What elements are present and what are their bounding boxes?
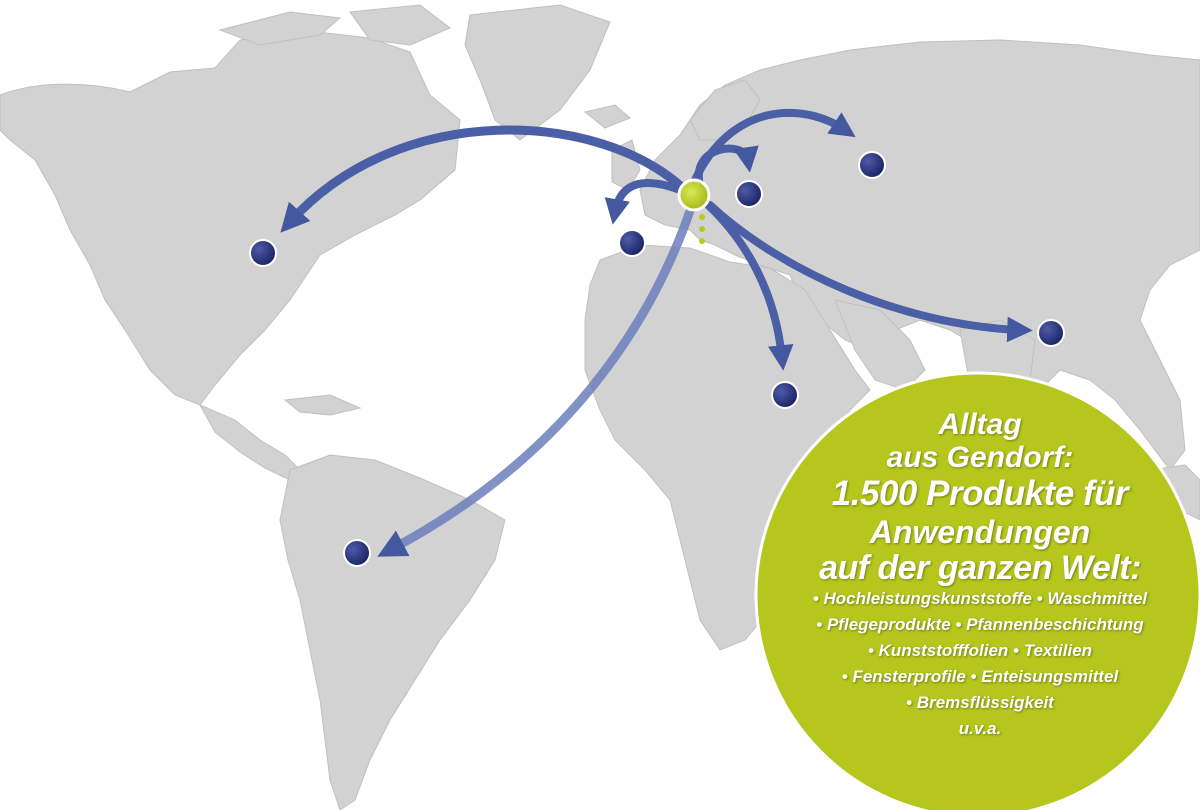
badge-line-5: auf der ganzen Welt:: [819, 549, 1141, 587]
arrow-to-western-europe: [604, 179, 684, 225]
badge-line-4: Anwendungen: [869, 514, 1091, 550]
dot-south-asia: [1037, 319, 1065, 347]
info-badge: [754, 371, 1200, 810]
south-america-land: [279, 454, 506, 810]
central-america-land: [198, 403, 301, 481]
dot-north-america: [249, 239, 277, 267]
arabia-land: [834, 299, 926, 391]
arrow-to-south-america: [377, 200, 697, 557]
north-america-land: [0, 29, 461, 406]
badge-text: Alltag aus Gendorf: 1.500 Produkte für A…: [760, 398, 1200, 742]
badge-item: • Kunststofffolien • Textilien: [867, 641, 1093, 660]
route-arrows: [280, 108, 1033, 557]
arctic-islands: [218, 11, 342, 46]
land-masses: [0, 4, 1200, 810]
badge-item: • Pflegeprodukte • Pfannenbeschichtung: [816, 615, 1144, 634]
arctic-islands-east: [349, 4, 451, 46]
destination-dots: [249, 151, 1065, 567]
arrow-to-north-america: [280, 125, 690, 233]
dot-eastern-europe: [735, 180, 763, 208]
badge-line-2: aus Gendorf:: [886, 441, 1074, 474]
eurasia-land: [639, 39, 1200, 471]
badge-footer: u.v.a.: [958, 719, 1002, 738]
badge-line-1: Alltag: [938, 408, 1022, 441]
dot-russia: [858, 151, 886, 179]
badge-item: • Fensterprofile • Enteisungsmittel: [841, 667, 1119, 686]
iceland-land: [583, 104, 631, 129]
origin-marker: [677, 178, 711, 244]
dot-western-europe: [618, 229, 646, 257]
greenland-land: [464, 4, 611, 141]
badge-item: • Hochleistungskunststoffe • Waschmittel: [812, 589, 1148, 608]
arrow-to-south-asia: [706, 201, 1033, 343]
dot-africa: [771, 381, 799, 409]
badge-line-3: 1.500 Produkte für: [831, 474, 1129, 513]
caribbean-islands: [283, 394, 362, 416]
arrow-to-russia: [691, 108, 856, 184]
dot-south-america: [343, 539, 371, 567]
badge-item: • Bremsflüssigkeit: [906, 693, 1054, 712]
